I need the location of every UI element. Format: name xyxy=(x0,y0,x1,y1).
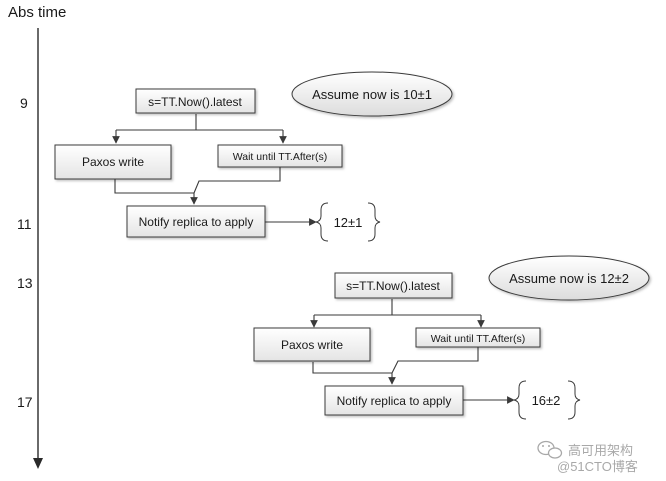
result-brace-left xyxy=(315,202,329,242)
timestamp-label: s=TT.Now().latest xyxy=(148,95,242,109)
notify-label: Notify replica to apply xyxy=(337,394,452,408)
notify-label: Notify replica to apply xyxy=(139,215,254,229)
result-value: 12±1 xyxy=(334,215,363,230)
timestamp-box xyxy=(135,88,256,114)
result-brace-right xyxy=(567,380,581,420)
axis-arrowhead xyxy=(33,458,43,469)
scenario-2: s=TT.Now().latest Assume now is 12±2 Pax… xyxy=(253,255,650,420)
watermark: 高可用架构 @51CTO博客 xyxy=(537,440,638,474)
assumption-label: Assume now is 12±2 xyxy=(509,271,629,286)
axis-tick-17: 17 xyxy=(17,394,33,410)
notify-box xyxy=(126,205,266,238)
watermark-line2: @51CTO博客 xyxy=(557,459,638,474)
wechat-icon xyxy=(537,440,563,459)
assumption-label: Assume now is 10±1 xyxy=(312,87,432,102)
merge-arrow-left xyxy=(114,179,198,205)
split-connector xyxy=(116,114,283,131)
axis-title: Abs time xyxy=(8,4,66,21)
result-brace-left xyxy=(513,380,527,420)
merge-arrow-right xyxy=(193,166,281,194)
result-value: 16±2 xyxy=(532,393,561,408)
scenario-1: s=TT.Now().latest Assume now is 10±1 Pax… xyxy=(54,71,453,242)
split-connector xyxy=(314,299,481,316)
paxos-write-box xyxy=(253,327,371,362)
assumption-ellipse xyxy=(488,255,650,301)
paxos-write-label: Paxos write xyxy=(82,155,144,169)
assumption-ellipse xyxy=(291,71,453,117)
watermark-line1: 高可用架构 xyxy=(568,443,633,458)
wait-label: Wait until TT.After(s) xyxy=(431,333,526,345)
wait-box xyxy=(217,144,343,168)
paxos-write-label: Paxos write xyxy=(281,338,343,352)
merge-arrow-right xyxy=(391,347,479,374)
wait-label: Wait until TT.After(s) xyxy=(233,151,328,163)
result-brace-right xyxy=(367,202,381,242)
time-axis: Abs time 9 11 13 17 xyxy=(8,4,66,469)
axis-tick-11: 11 xyxy=(17,216,32,232)
axis-tick-9: 9 xyxy=(20,95,28,111)
timestamp-label: s=TT.Now().latest xyxy=(346,279,440,293)
axis-tick-13: 13 xyxy=(17,275,33,291)
notify-box xyxy=(324,385,464,416)
timestamp-box xyxy=(334,272,453,299)
wait-box xyxy=(415,327,541,348)
merge-arrow-left xyxy=(312,362,396,385)
paxos-write-box xyxy=(54,144,172,180)
